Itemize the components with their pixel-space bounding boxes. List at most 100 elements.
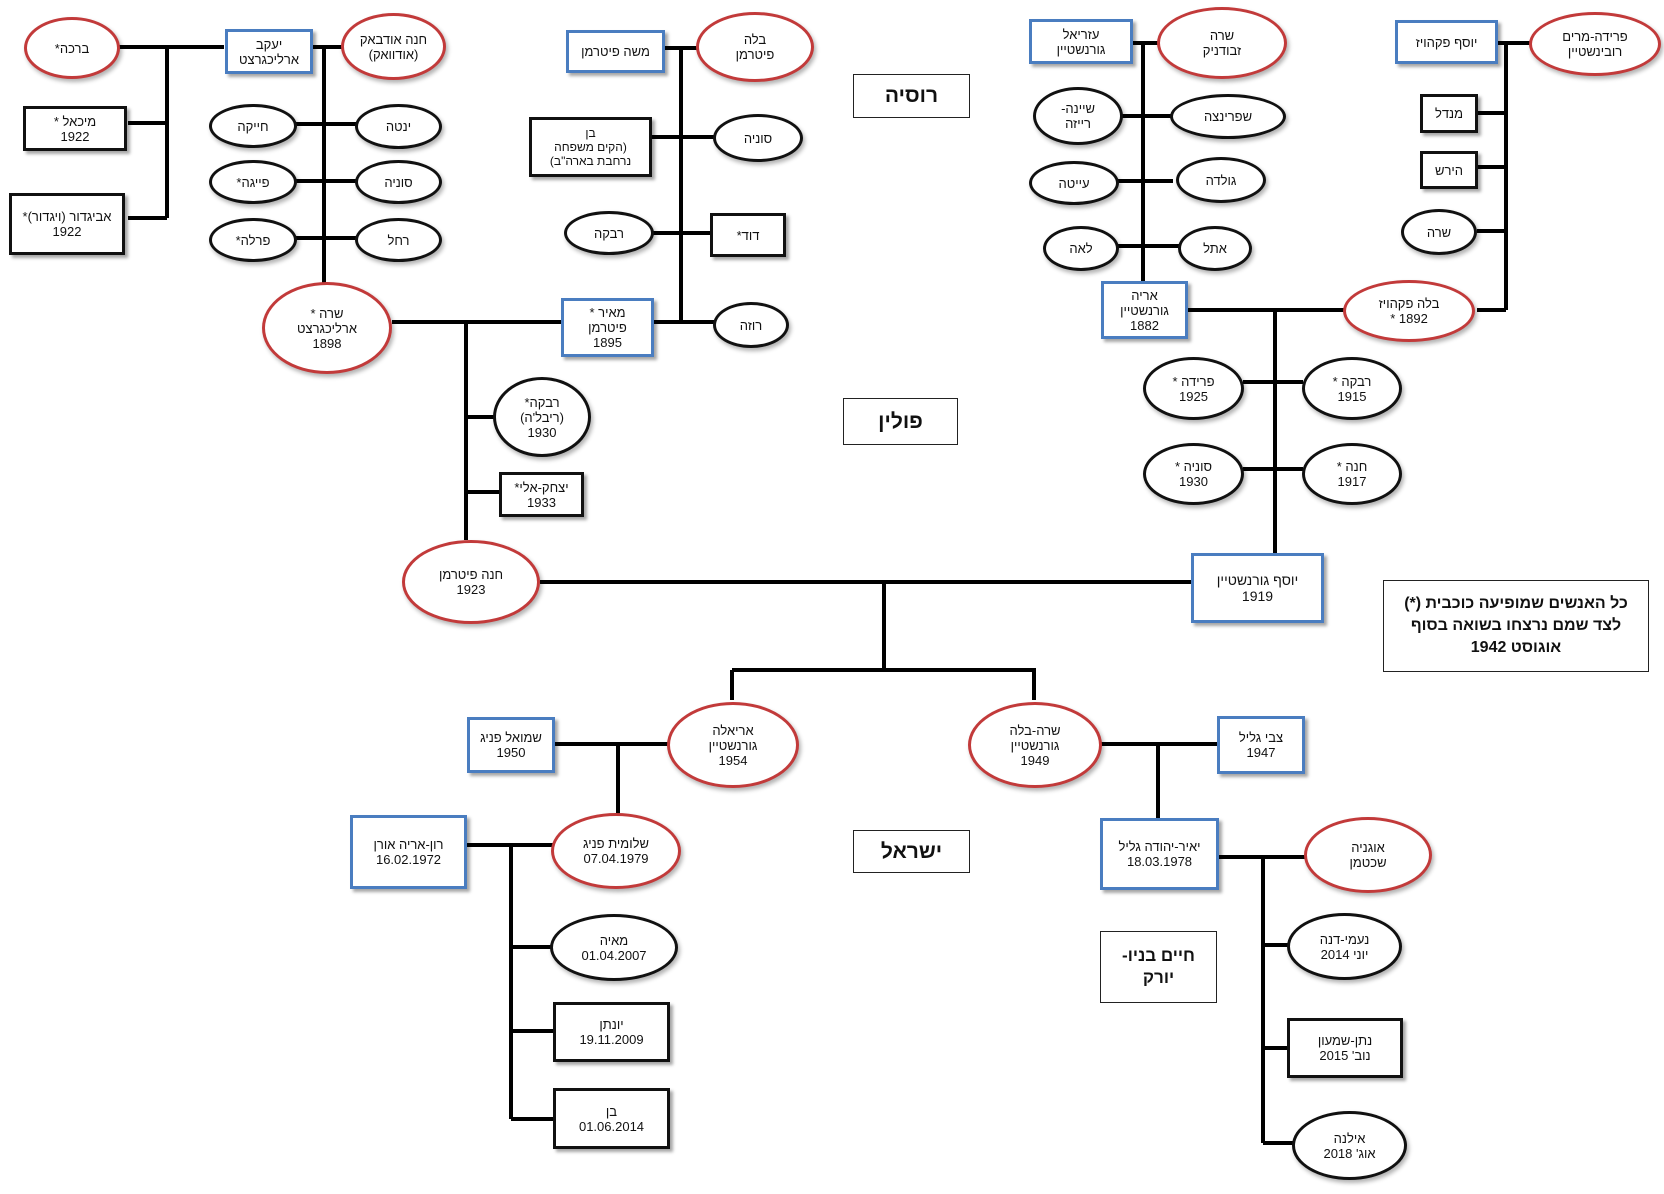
person-year: 1947 <box>1246 745 1276 760</box>
person-surname: גורנשטיין <box>708 737 758 753</box>
person-bela-piterman: בלה פיטרמן <box>696 12 814 82</box>
person-name: עזריאל <box>1062 26 1100 42</box>
person-birthdate: 18.03.1978 <box>1126 854 1193 869</box>
region-russia-text: רוסיה <box>884 84 939 107</box>
person-birthdate: 01.04.2007 <box>581 947 647 963</box>
person-surname: ארליכגרצט <box>297 320 357 336</box>
note-line: לצד שמם נרצחו בשואה בסוף <box>1410 617 1622 634</box>
region-new-york-line: יורק <box>1142 968 1175 987</box>
person-surname: פיטרמן <box>588 320 627 335</box>
person-maya: מאיה 01.04.2007 <box>550 914 678 981</box>
person-name: חנה פיטרמן <box>438 567 504 582</box>
person-lea: לאה <box>1043 226 1119 271</box>
person-surname: זבודניק <box>1202 43 1242 58</box>
person-year: 1933 <box>527 494 556 510</box>
region-israel-text: ישראל <box>880 839 943 863</box>
person-year: 1922 <box>52 224 82 239</box>
person-david: דוד* <box>710 213 786 257</box>
person-ben-usa: בן (הקים משפחה נרחבת בארה"ב) <box>529 117 652 177</box>
person-eugenia-schechtman: אוגניה שכטמן <box>1304 817 1432 893</box>
person-year: 1922 <box>60 128 90 144</box>
person-name: יונתן <box>599 1017 624 1032</box>
person-rivka-1915: רבקה * 1915 <box>1302 357 1402 420</box>
person-year: 1892 * <box>1390 311 1428 326</box>
person-name: אתל <box>1203 241 1227 256</box>
person-hirsh: הירש <box>1420 151 1478 189</box>
person-name: יצחק-אלי* <box>514 479 569 495</box>
person-name: מאיה <box>599 932 629 948</box>
person-name: חייקה <box>237 118 269 134</box>
region-new-york-label: חיים בניו- יורק <box>1100 931 1217 1003</box>
person-ariela-gorenstein: אריאלה גורנשטיין 1954 <box>667 702 799 788</box>
person-name: שרה <box>1426 224 1452 240</box>
person-year: 1949 <box>1020 752 1050 768</box>
person-sonia-piterman: סוניה <box>713 114 803 162</box>
person-name: דוד* <box>736 227 760 243</box>
person-name: אריה <box>1131 287 1158 303</box>
person-note: (הקים משפחה <box>554 140 627 154</box>
person-mendel: מנדל <box>1420 94 1478 133</box>
region-israel-label: ישראל <box>853 830 970 873</box>
person-ilana: אילנה אוג' 2018 <box>1292 1111 1407 1180</box>
person-natan-shimon: נתן-שמעון נוב' 2015 <box>1287 1018 1403 1078</box>
person-birthdate: 07.04.1979 <box>583 851 649 866</box>
person-name: רבקה* <box>524 394 560 410</box>
person-birthdate: 16.02.1972 <box>375 852 442 867</box>
person-surname: רובינשטיין <box>1567 44 1623 59</box>
person-year: 1915 <box>1337 388 1367 404</box>
person-surname: ארליכגרצט <box>239 51 299 67</box>
person-frida-1925: פרידה * 1925 <box>1143 357 1244 420</box>
person-year: 1954 <box>718 752 748 768</box>
person-name: שרה <box>1209 28 1235 43</box>
person-bela-pakhoyz: בלה פקהויז 1892 * <box>1343 280 1475 342</box>
person-perla: פרלה* <box>209 218 297 262</box>
person-surname: פיטרמן <box>735 47 775 62</box>
person-year: 1930 <box>527 424 557 440</box>
person-name: הירש <box>1434 162 1464 178</box>
person-name: בן <box>585 126 596 140</box>
person-birthdate: יוני 2014 <box>1320 946 1369 962</box>
person-birthdate: 19.11.2009 <box>579 1032 644 1047</box>
person-chana-piterman: חנה פיטרמן 1923 <box>402 540 540 624</box>
person-birthdate: נוב' 2015 <box>1319 1048 1371 1063</box>
person-chana-1917: חנה * 1917 <box>1302 443 1402 505</box>
note-line: אוגוסט 1942 <box>1470 639 1562 656</box>
person-name: פייגה* <box>236 174 270 190</box>
person-note: נרחבת בארה"ב) <box>549 154 632 168</box>
person-name: נעמי-דנה <box>1319 931 1370 947</box>
person-name: חנה * <box>1336 459 1368 474</box>
person-chana-odvak: חנה אודבאק (אודוואק) <box>341 13 446 80</box>
person-name: רוזה <box>739 317 763 333</box>
person-ben-2014: בן 01.06.2014 <box>553 1088 670 1149</box>
person-surname: שכטמן <box>1349 855 1387 870</box>
person-surname: גורנשטיין <box>1010 737 1060 753</box>
person-year: 1930 <box>1179 474 1208 489</box>
person-sonia-a: סוניה <box>355 160 442 204</box>
person-name: שפרינצה <box>1203 109 1253 124</box>
person-name: חנה אודבאק <box>359 31 428 47</box>
person-name: שרה * <box>310 305 344 321</box>
person-name: סוניה * <box>1175 459 1212 474</box>
person-name: שרה-בלה <box>1009 722 1061 738</box>
person-tzvi-galil: צבי גליל 1947 <box>1217 716 1305 774</box>
person-shlomit-fenig: שלומית פניג 07.04.1979 <box>551 813 681 889</box>
person-nickname: (ריבל'ה) <box>520 409 564 425</box>
person-meir-piterman: מאיר * פיטרמן 1895 <box>561 298 654 357</box>
person-sara-zvodnik: שרה זבודניק <box>1157 7 1287 79</box>
person-naomi-dana: נעמי-דנה יוני 2014 <box>1287 913 1402 980</box>
person-name: גולדה <box>1205 172 1237 188</box>
person-name: משה פיטרמן <box>581 44 650 59</box>
person-chaika: חייקה <box>209 104 297 148</box>
person-sara-erlichgertz: שרה * ארליכגרצט 1898 <box>262 282 392 374</box>
person-name: אריאלה <box>712 722 754 738</box>
person-name: אוגניה <box>1351 840 1385 855</box>
region-poland-label: פולין <box>843 398 958 445</box>
person-sonia-1930: סוניה * 1930 <box>1143 443 1244 505</box>
person-name: סוניה <box>384 174 413 190</box>
person-feiga: פייגה* <box>209 160 297 204</box>
person-name: רחל <box>387 232 410 248</box>
person-year: 1882 <box>1130 317 1159 333</box>
region-russia-label: רוסיה <box>853 74 970 118</box>
person-yosef-pakhoyz: יוסף פקהויז <box>1395 20 1498 64</box>
